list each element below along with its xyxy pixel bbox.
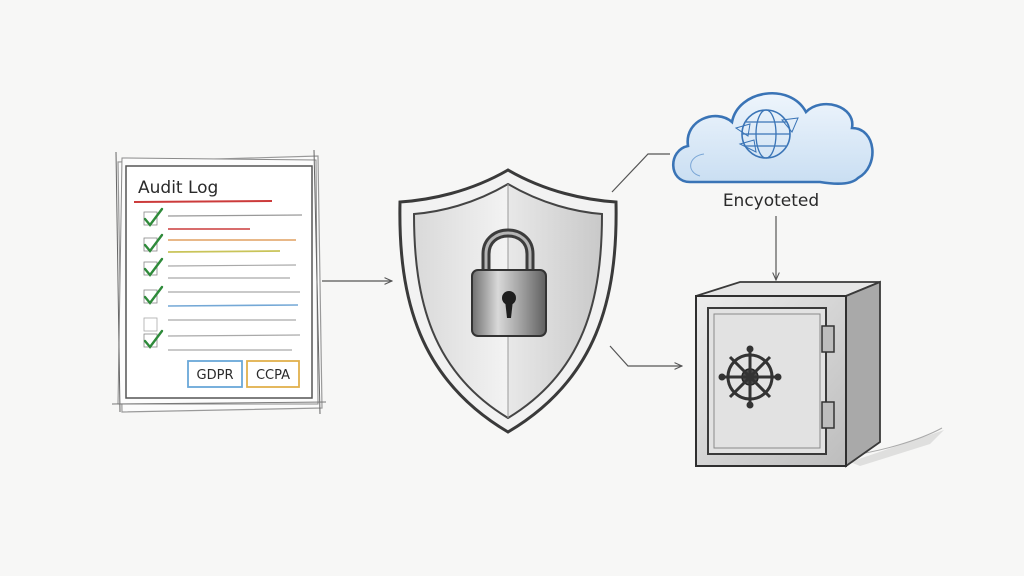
- safe-wheel-handle-icon: [718, 345, 782, 409]
- vault-safe-icon: [695, 280, 944, 468]
- checkmark-icon: [143, 207, 164, 227]
- shield-icon: [398, 168, 618, 434]
- gdpr-label: GDPR: [197, 368, 234, 383]
- connector-shield-to-cloud: [611, 153, 670, 193]
- checkmark-icon: [143, 285, 164, 305]
- paper-front-sheet: [125, 165, 313, 399]
- checklist: [143, 207, 303, 351]
- ccpa-label: CCPA: [256, 368, 290, 383]
- checkmark-icon: [143, 329, 164, 349]
- list-line-yellow: [167, 250, 281, 253]
- checkmark-icon: [143, 233, 164, 253]
- title-underline: [133, 200, 273, 203]
- checklist-row: [143, 233, 296, 253]
- audit-log-title: Audit Log: [138, 178, 218, 198]
- checklist-row: [143, 329, 301, 351]
- list-line-blue: [167, 304, 299, 307]
- safe-side: [845, 280, 881, 468]
- cloud-icon: Encyoteted: [672, 92, 874, 211]
- checklist-row: [143, 317, 296, 332]
- safe-hinge-top: [821, 325, 835, 353]
- globe-network-icon: [734, 109, 799, 159]
- gdpr-badge: GDPR: [187, 360, 243, 388]
- safe-hinge-bottom: [821, 401, 835, 429]
- checklist-row: [143, 285, 300, 307]
- checklist-row: [143, 207, 303, 230]
- checkmark-icon: [143, 257, 164, 277]
- cloud-shape: [672, 92, 874, 186]
- padlock-icon: [471, 228, 547, 337]
- ccpa-badge: CCPA: [246, 360, 300, 388]
- checklist-row: [143, 257, 297, 279]
- cloud-label: Encyoteted: [723, 191, 819, 211]
- arrow-shield-to-safe: [609, 345, 682, 366]
- safe-door: [707, 307, 827, 455]
- audit-log-document: Audit Log: [111, 149, 327, 415]
